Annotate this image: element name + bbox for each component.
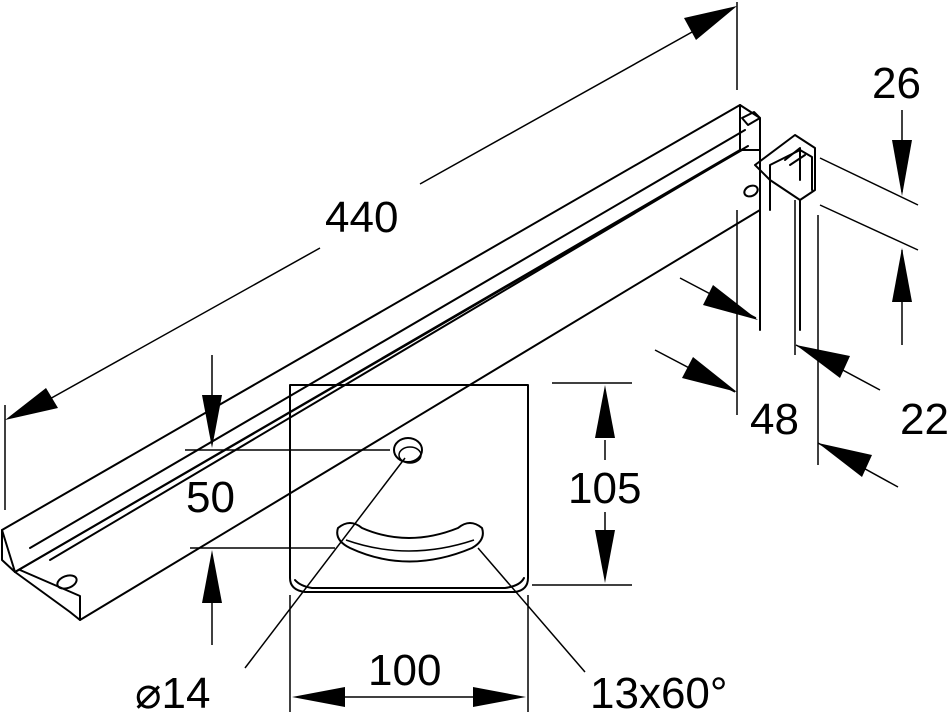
dim-profile-width-inner: 22 [794,200,949,488]
plate-round-hole [393,437,423,463]
dim-length-label: 440 [325,193,398,242]
dim-length: 440 [4,2,738,510]
dim-plate-width-label: 100 [368,646,441,695]
leader-hole-diameter: ⌀14 [135,457,406,718]
dim-profile-width-inner-label: 22 [900,395,949,444]
dim-profile-height-label: 26 [872,59,921,108]
dim-profile-height: 26 [819,59,921,345]
bracket-arm [1,104,761,621]
dim-profile-width-outer: 48 [654,210,799,444]
dim-hole-offset: 50 [185,355,390,645]
dim-hole-offset-label: 50 [186,473,235,522]
plate-curved-slot [336,522,484,563]
dim-profile-width-outer-label: 48 [750,395,799,444]
profile-end-section [754,134,816,331]
arm-end-hole [56,574,78,590]
dim-hole-diameter-label: ⌀14 [135,669,210,718]
dim-plate-width: 100 [289,595,529,712]
dim-plate-height: 105 [532,382,641,586]
leader-slot: 13x60° [477,547,727,718]
dim-plate-height-label: 105 [568,464,641,513]
dim-slot-label: 13x60° [590,669,727,718]
arm-side-hole [743,184,759,198]
